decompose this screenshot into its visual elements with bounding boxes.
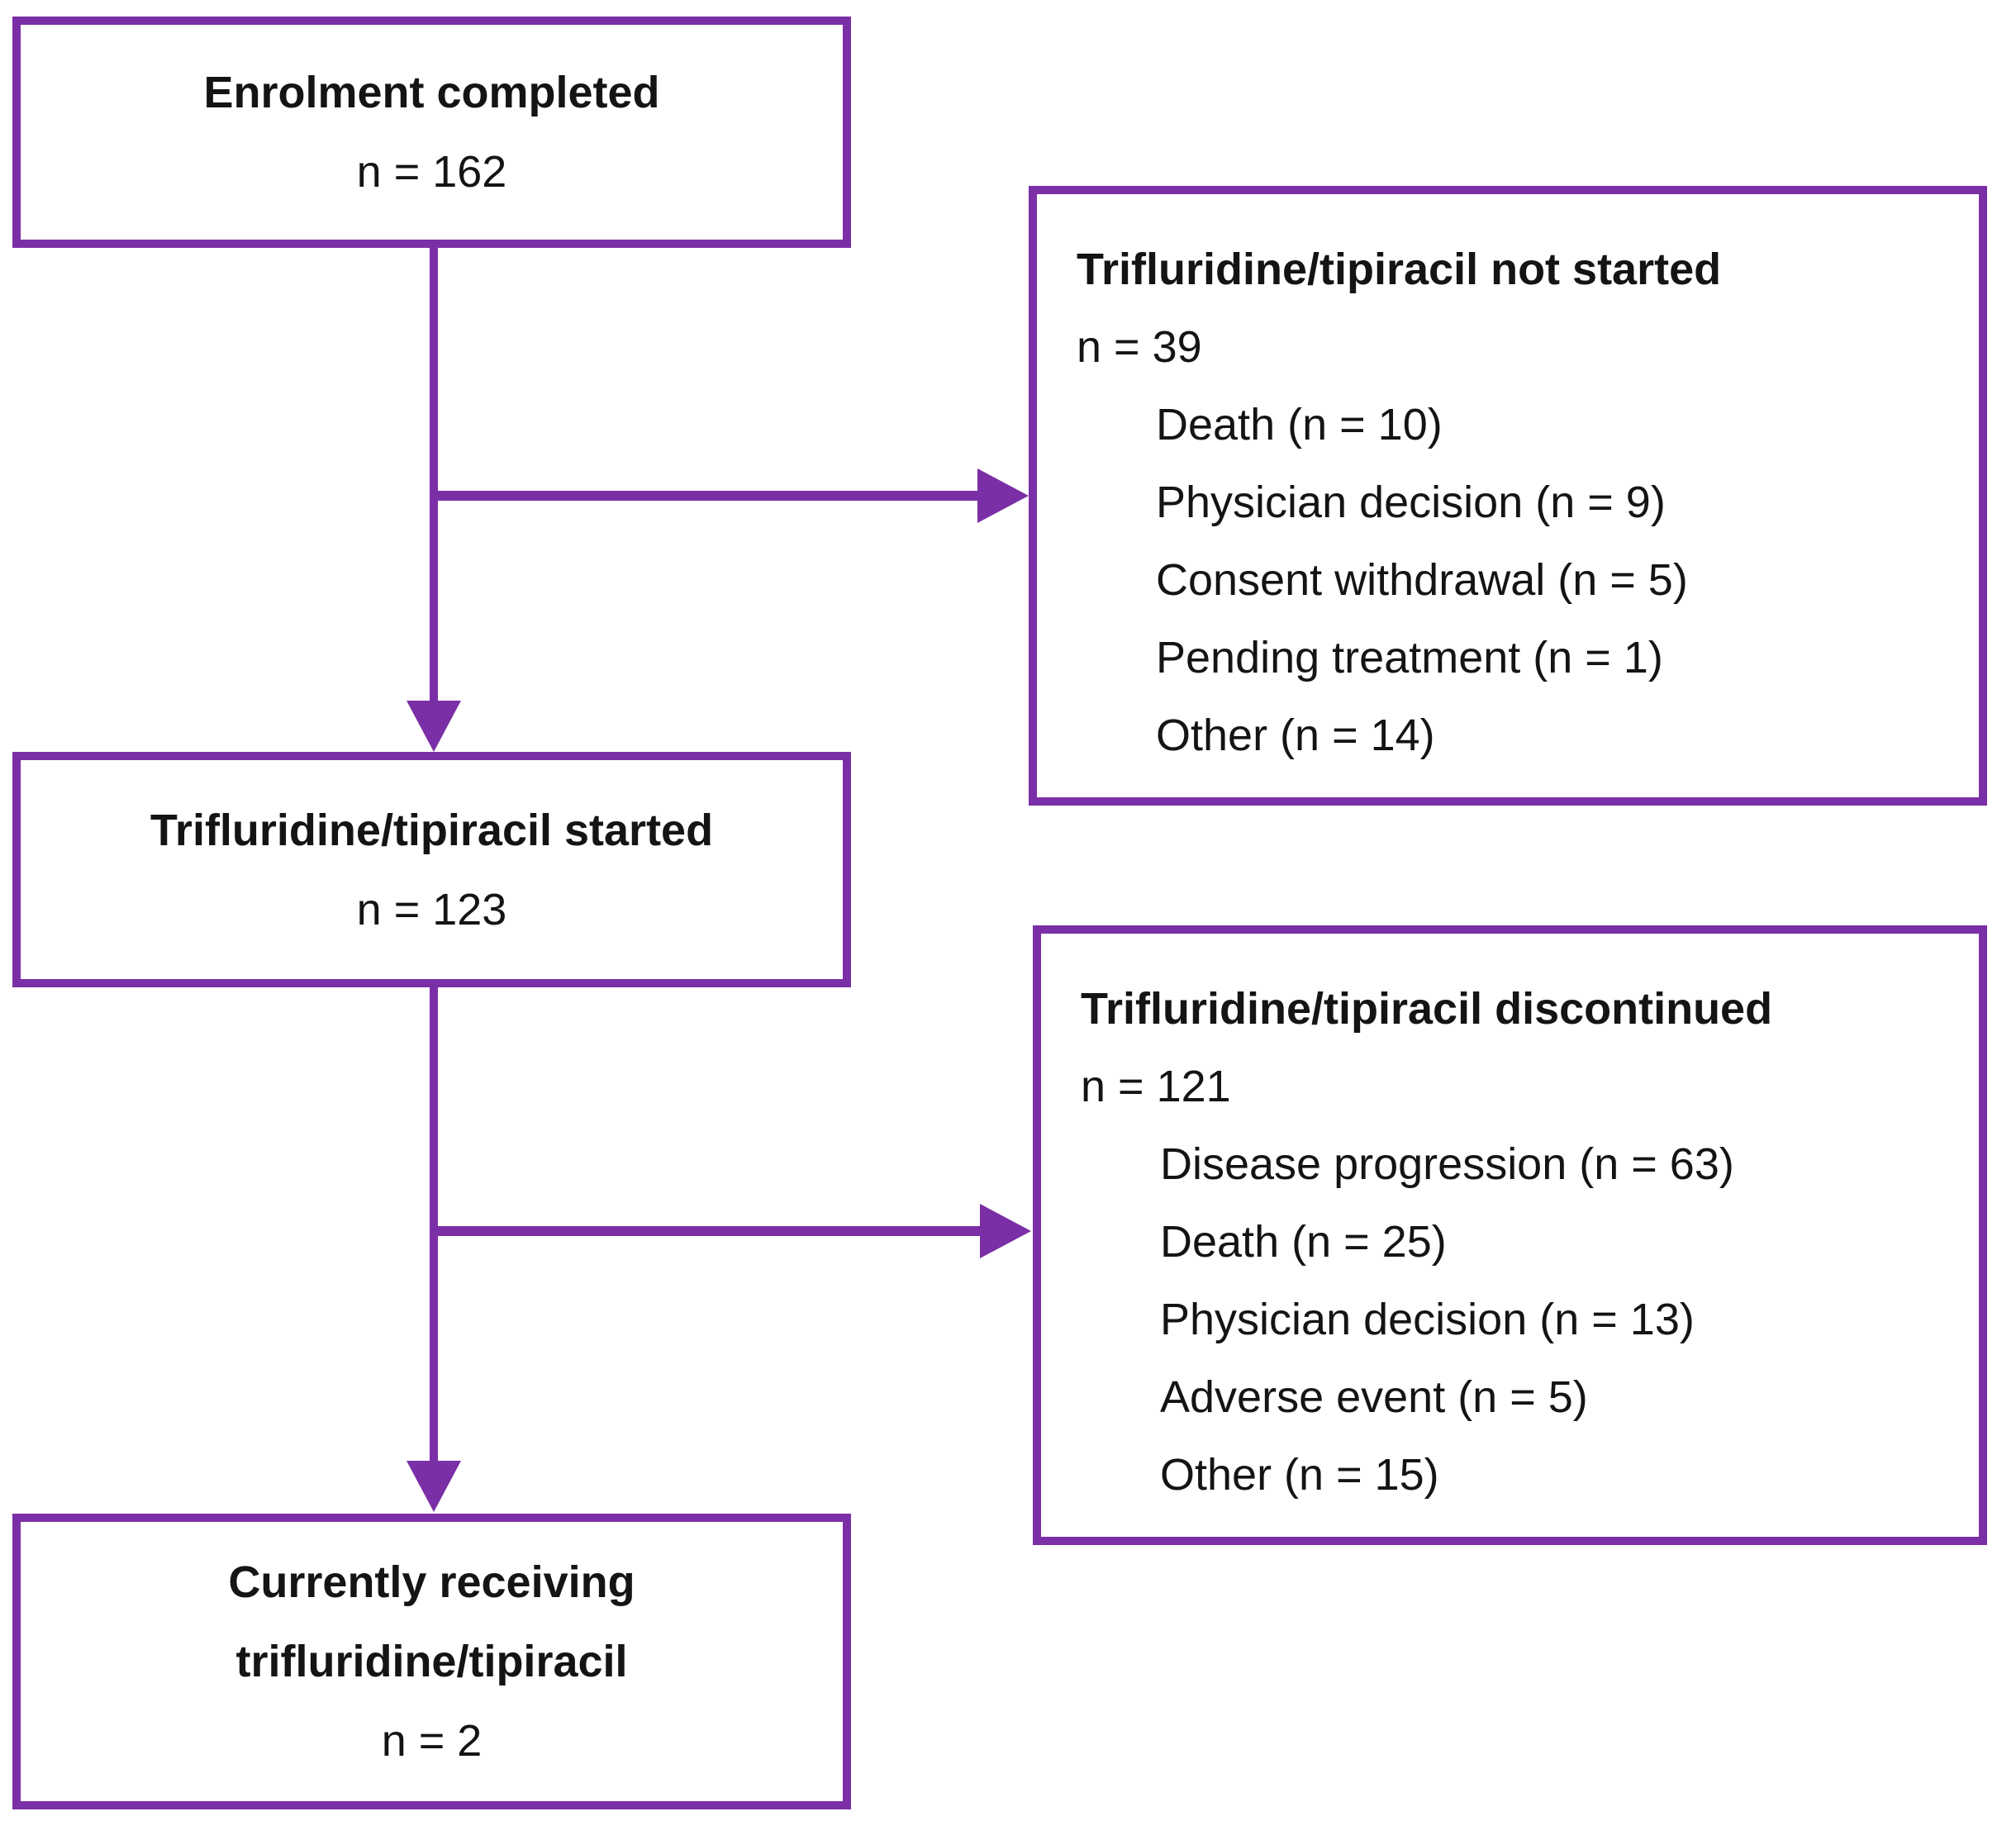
box-started-count: n = 123	[356, 884, 507, 934]
box-started: Trifluridine/tipiracil started n = 123	[12, 752, 851, 987]
box-discontinued: Trifluridine/tipiracil discontinued n = …	[1033, 925, 1987, 1545]
arrowhead-right-to-discontinued	[980, 1204, 1031, 1258]
discontinued-reason: Disease progression (n = 63)	[1160, 1139, 1734, 1189]
discontinued-reason: Adverse event (n = 5)	[1160, 1372, 1588, 1422]
box-currently-receiving: Currently receiving trifluridine/tipirac…	[12, 1514, 851, 1809]
box-enrolment-count: n = 162	[356, 147, 507, 197]
connector-to-discontinued-line	[434, 1226, 982, 1236]
box-enrolment-completed: Enrolment completed n = 162	[12, 17, 851, 248]
discontinued-reason: Death (n = 25)	[1160, 1217, 1447, 1267]
connector-started-to-current-line	[430, 986, 438, 1462]
connector-to-not-started-line	[434, 491, 979, 501]
connector-enrolment-to-started-line	[430, 246, 438, 702]
box-discontinued-count: n = 121	[1081, 1062, 1231, 1111]
box-started-title: Trifluridine/tipiracil started	[150, 805, 714, 855]
box-enrolment-title: Enrolment completed	[203, 68, 660, 117]
discontinued-reason: Physician decision (n = 13)	[1160, 1295, 1695, 1344]
arrowhead-down-to-current	[407, 1461, 461, 1512]
not-started-reason: Consent withdrawal (n = 5)	[1156, 555, 1688, 605]
box-currently-count: n = 2	[381, 1716, 483, 1766]
arrowhead-right-to-not-started	[977, 468, 1029, 523]
box-currently-title-line2: trifluridine/tipiracil	[235, 1637, 628, 1686]
box-currently-title-line1: Currently receiving	[228, 1557, 635, 1607]
not-started-reason: Other (n = 14)	[1156, 711, 1435, 760]
not-started-reason: Physician decision (n = 9)	[1156, 478, 1666, 527]
discontinued-reason: Other (n = 15)	[1160, 1450, 1439, 1500]
box-discontinued-title: Trifluridine/tipiracil discontinued	[1081, 984, 1773, 1034]
box-not-started-title: Trifluridine/tipiracil not started	[1077, 245, 1722, 294]
not-started-reason: Pending treatment (n = 1)	[1156, 633, 1663, 682]
arrowhead-down-to-started	[407, 701, 461, 752]
box-not-started: Trifluridine/tipiracil not started n = 3…	[1029, 186, 1987, 806]
not-started-reason: Death (n = 10)	[1156, 400, 1443, 449]
box-not-started-count: n = 39	[1077, 322, 1202, 372]
